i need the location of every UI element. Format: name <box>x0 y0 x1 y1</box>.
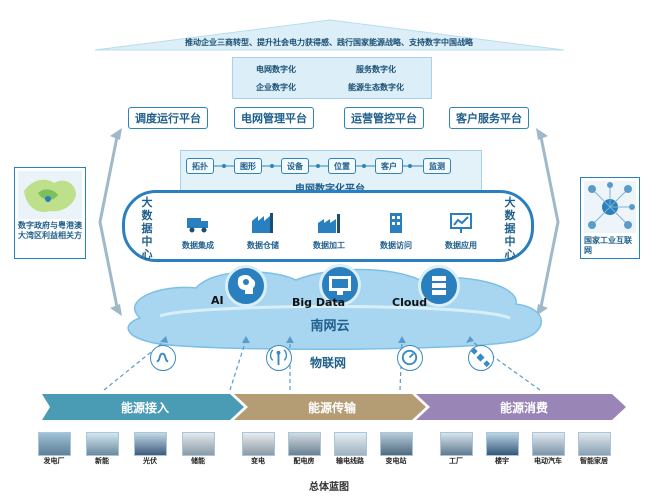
label-substation-2: 变电站 <box>385 457 407 465</box>
photo-building <box>486 432 519 456</box>
goal-service-digital: 服务数字化 <box>356 65 396 74</box>
data-processing-label: 数据加工 <box>313 241 345 250</box>
iot-label: 物联网 <box>310 356 347 370</box>
data-warehouse-label: 数据仓储 <box>247 241 279 250</box>
band-energy-transmission: 能源传输 <box>307 400 356 415</box>
iot-sensor-icon <box>150 345 176 371</box>
goal-ecosystem-digital: 能源生态数字化 <box>348 83 404 92</box>
factory-icon <box>318 214 340 233</box>
chip-graphics: 图形 <box>234 158 262 174</box>
left-stakeholder-label: 数字政府与粤港澳大湾区利益相关方 <box>18 221 82 240</box>
chip-equipment: 设备 <box>281 158 309 174</box>
right-industrial-label: 国家工业互联网 <box>584 236 632 255</box>
photo-power-plant <box>38 432 71 456</box>
data-application-label: 数据应用 <box>445 241 477 250</box>
data-integration-label: 数据集成 <box>182 241 214 250</box>
label-solar: 光伏 <box>143 457 157 465</box>
truck-icon <box>187 218 208 233</box>
photo-electric-vehicle <box>532 432 565 456</box>
label-building: 楼宇 <box>495 457 509 465</box>
photo-solar <box>134 432 167 456</box>
digital-goals-panel <box>232 57 432 99</box>
label-smart-home: 智能家居 <box>580 457 608 465</box>
cloud-ai-label: AI <box>211 294 224 307</box>
label-distribution-room: 配电房 <box>293 457 315 465</box>
photo-distribution-room <box>288 432 321 456</box>
band-shapes <box>42 394 626 420</box>
diagram-caption: 总体蓝图 <box>309 482 349 493</box>
label-factory: 工厂 <box>449 457 463 465</box>
platform-customer-service: 客户服务平台 <box>449 107 529 129</box>
photo-smart-home <box>578 432 611 456</box>
building-icon <box>390 213 402 233</box>
cloud-main-label: 南网云 <box>310 319 350 334</box>
top-roof <box>94 19 565 51</box>
map-icon <box>18 171 82 219</box>
chip-monitoring: 监测 <box>423 158 451 174</box>
photo-new-energy <box>86 432 119 456</box>
side-arrows <box>98 128 560 316</box>
ai-brain-icon <box>225 265 267 307</box>
cloud-cloud-label: Cloud <box>392 296 428 309</box>
photo-substation-1 <box>242 432 275 456</box>
chip-customer: 客户 <box>375 158 403 174</box>
label-electric-vehicle: 电动汽车 <box>534 457 562 465</box>
label-substation-1: 变电 <box>251 457 265 465</box>
chart-board-icon <box>450 213 472 233</box>
platform-dispatch: 调度运行平台 <box>128 107 208 129</box>
photo-substation-2 <box>380 432 413 456</box>
big-data-center-label-left: 大数据中心 <box>141 196 153 261</box>
data-access-label: 数据访问 <box>380 241 412 250</box>
platform-grid-management: 电网管理平台 <box>234 107 314 129</box>
platform-operations: 运营管控平台 <box>344 107 424 129</box>
satellite-icon <box>468 345 494 371</box>
warehouse-icon <box>252 213 273 233</box>
cloud-server-icon <box>418 265 460 307</box>
label-transmission-line: 输电线路 <box>336 457 364 465</box>
cloud-big-data-label: Big Data <box>292 296 346 309</box>
photo-storage <box>182 432 215 456</box>
band-energy-access: 能源接入 <box>120 400 169 415</box>
label-power-plant: 发电厂 <box>43 457 65 465</box>
big-data-center-label-right: 大数据中心 <box>504 196 516 261</box>
network-icon <box>584 181 636 233</box>
goal-enterprise-digital: 企业数字化 <box>256 83 296 92</box>
top-banner-text: 推动企业三商转型、提升社会电力获得感、践行国家能源战略、支持数字中国战略 <box>185 38 473 47</box>
label-storage: 储能 <box>191 457 205 465</box>
photo-transmission-line <box>334 432 367 456</box>
photo-factory <box>440 432 473 456</box>
antenna-icon <box>266 345 292 371</box>
grid-platform-label: 电网数字化平台 <box>280 180 380 195</box>
label-new-energy: 新能 <box>95 457 109 465</box>
band-energy-consumption: 能源消费 <box>499 400 548 415</box>
big-data-monitor-icon <box>319 264 361 306</box>
chip-location: 位置 <box>328 158 356 174</box>
goal-grid-digital: 电网数字化 <box>256 65 296 74</box>
gauge-icon <box>397 345 423 371</box>
chip-topology: 拓扑 <box>186 158 214 174</box>
